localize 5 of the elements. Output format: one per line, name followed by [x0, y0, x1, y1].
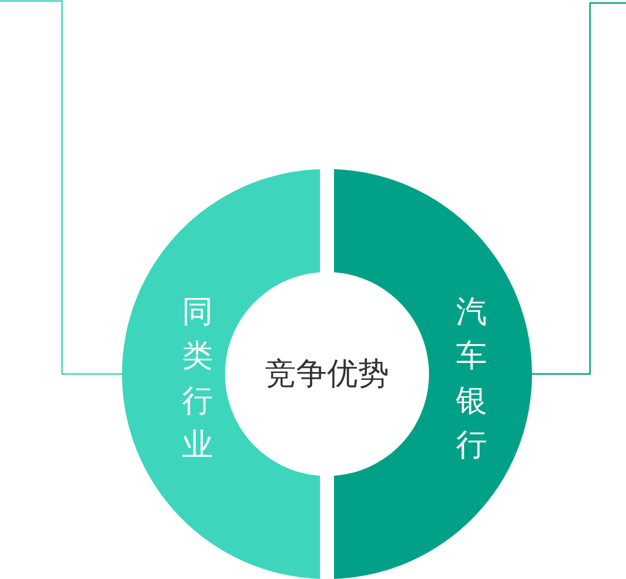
- center-label: 竞争优势: [265, 354, 389, 394]
- leader-line: [532, 2, 626, 375]
- vertical-label: 汽车银行: [456, 293, 487, 465]
- vertical-label: 同类行业: [182, 293, 213, 465]
- leader-line: [0, 0, 122, 375]
